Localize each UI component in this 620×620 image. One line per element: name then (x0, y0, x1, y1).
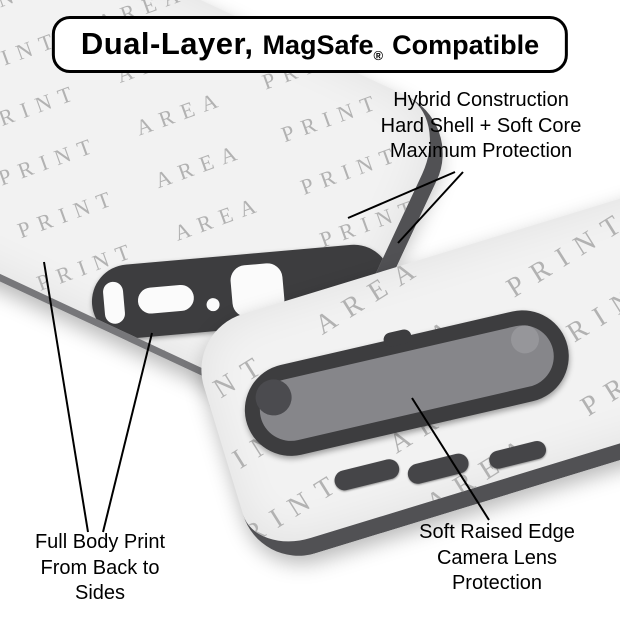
callout-line: Hard Shell + Soft Core (380, 114, 582, 137)
callout-camera-protection: Soft Raised Edge Camera Lens Protection (387, 520, 607, 597)
callout-line: Maximum Protection (389, 140, 573, 163)
callout-line: Full Body Print (34, 531, 166, 553)
callout-line: Camera Lens (436, 546, 558, 569)
callout-line: Sides (74, 582, 126, 605)
camera-hole-vertical-pill (102, 280, 126, 325)
registered-trademark-symbol: ® (373, 48, 384, 63)
camera-hole-flash (206, 297, 221, 312)
callout-line: From Back to (40, 556, 160, 579)
callout-hybrid-construction: Hybrid Construction Hard Shell + Soft Co… (350, 88, 612, 165)
title-magsafe: MagSafe (262, 30, 374, 60)
camera-hole-pill (136, 283, 195, 315)
fullbody-pointer-line-2 (102, 332, 153, 533)
callout-line: Soft Raised Edge (419, 521, 575, 543)
callout-line: Hybrid Construction (393, 89, 569, 111)
callout-line: Protection (451, 572, 543, 595)
title-banner: Dual-Layer, MagSafe® Compatible (51, 16, 569, 73)
title-compatible: Compatible (392, 30, 540, 60)
callout-full-body-print: Full Body Print From Back to Sides (5, 530, 195, 607)
title-dual-layer: Dual-Layer, (80, 26, 254, 61)
